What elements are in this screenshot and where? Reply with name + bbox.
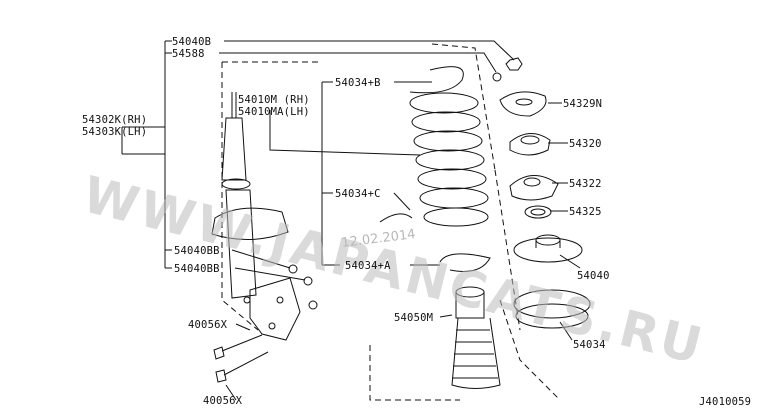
callout-label: 54040B	[172, 36, 211, 48]
coil-spring	[379, 66, 491, 272]
callout-label: 54050M	[394, 312, 433, 324]
callout-label: 40056X	[203, 395, 243, 407]
diagram-id: J4010059	[699, 396, 751, 408]
callout-label: 54325	[569, 206, 602, 218]
watermark-text: WWW.JAPANCATS.RU	[77, 165, 710, 376]
callout-label: 54034	[573, 339, 606, 351]
dashed-outlines	[221, 43, 561, 401]
callout-label: 54034+B	[335, 77, 381, 89]
callout-label: 54329N	[563, 98, 602, 110]
callout-label: 54303K(LH)	[82, 126, 147, 138]
callout-label: 54034+A	[345, 260, 391, 272]
dust-boot	[451, 286, 501, 389]
callout-label: 54302K(RH)	[82, 114, 147, 126]
strut-assembly	[211, 92, 318, 383]
callout-label: 54010MA(LH)	[238, 106, 310, 118]
leader-lines	[121, 40, 581, 401]
callout-label: 54320	[569, 138, 602, 150]
callout-label: 54322	[569, 178, 602, 190]
callout-label: 54040	[577, 270, 610, 282]
callout-labels: 54040B 54588 54302K(RH) 54303K(LH) 54010…	[82, 36, 751, 408]
callout-label: 40056X	[188, 319, 228, 331]
callout-label: 54010M (RH)	[238, 94, 310, 106]
callout-label: 54040BB	[174, 263, 220, 275]
upper-mount-parts	[492, 57, 591, 329]
callout-label: 54040BB	[174, 245, 220, 257]
callout-label: 54588	[172, 48, 205, 60]
callout-label: 54034+C	[335, 188, 381, 200]
